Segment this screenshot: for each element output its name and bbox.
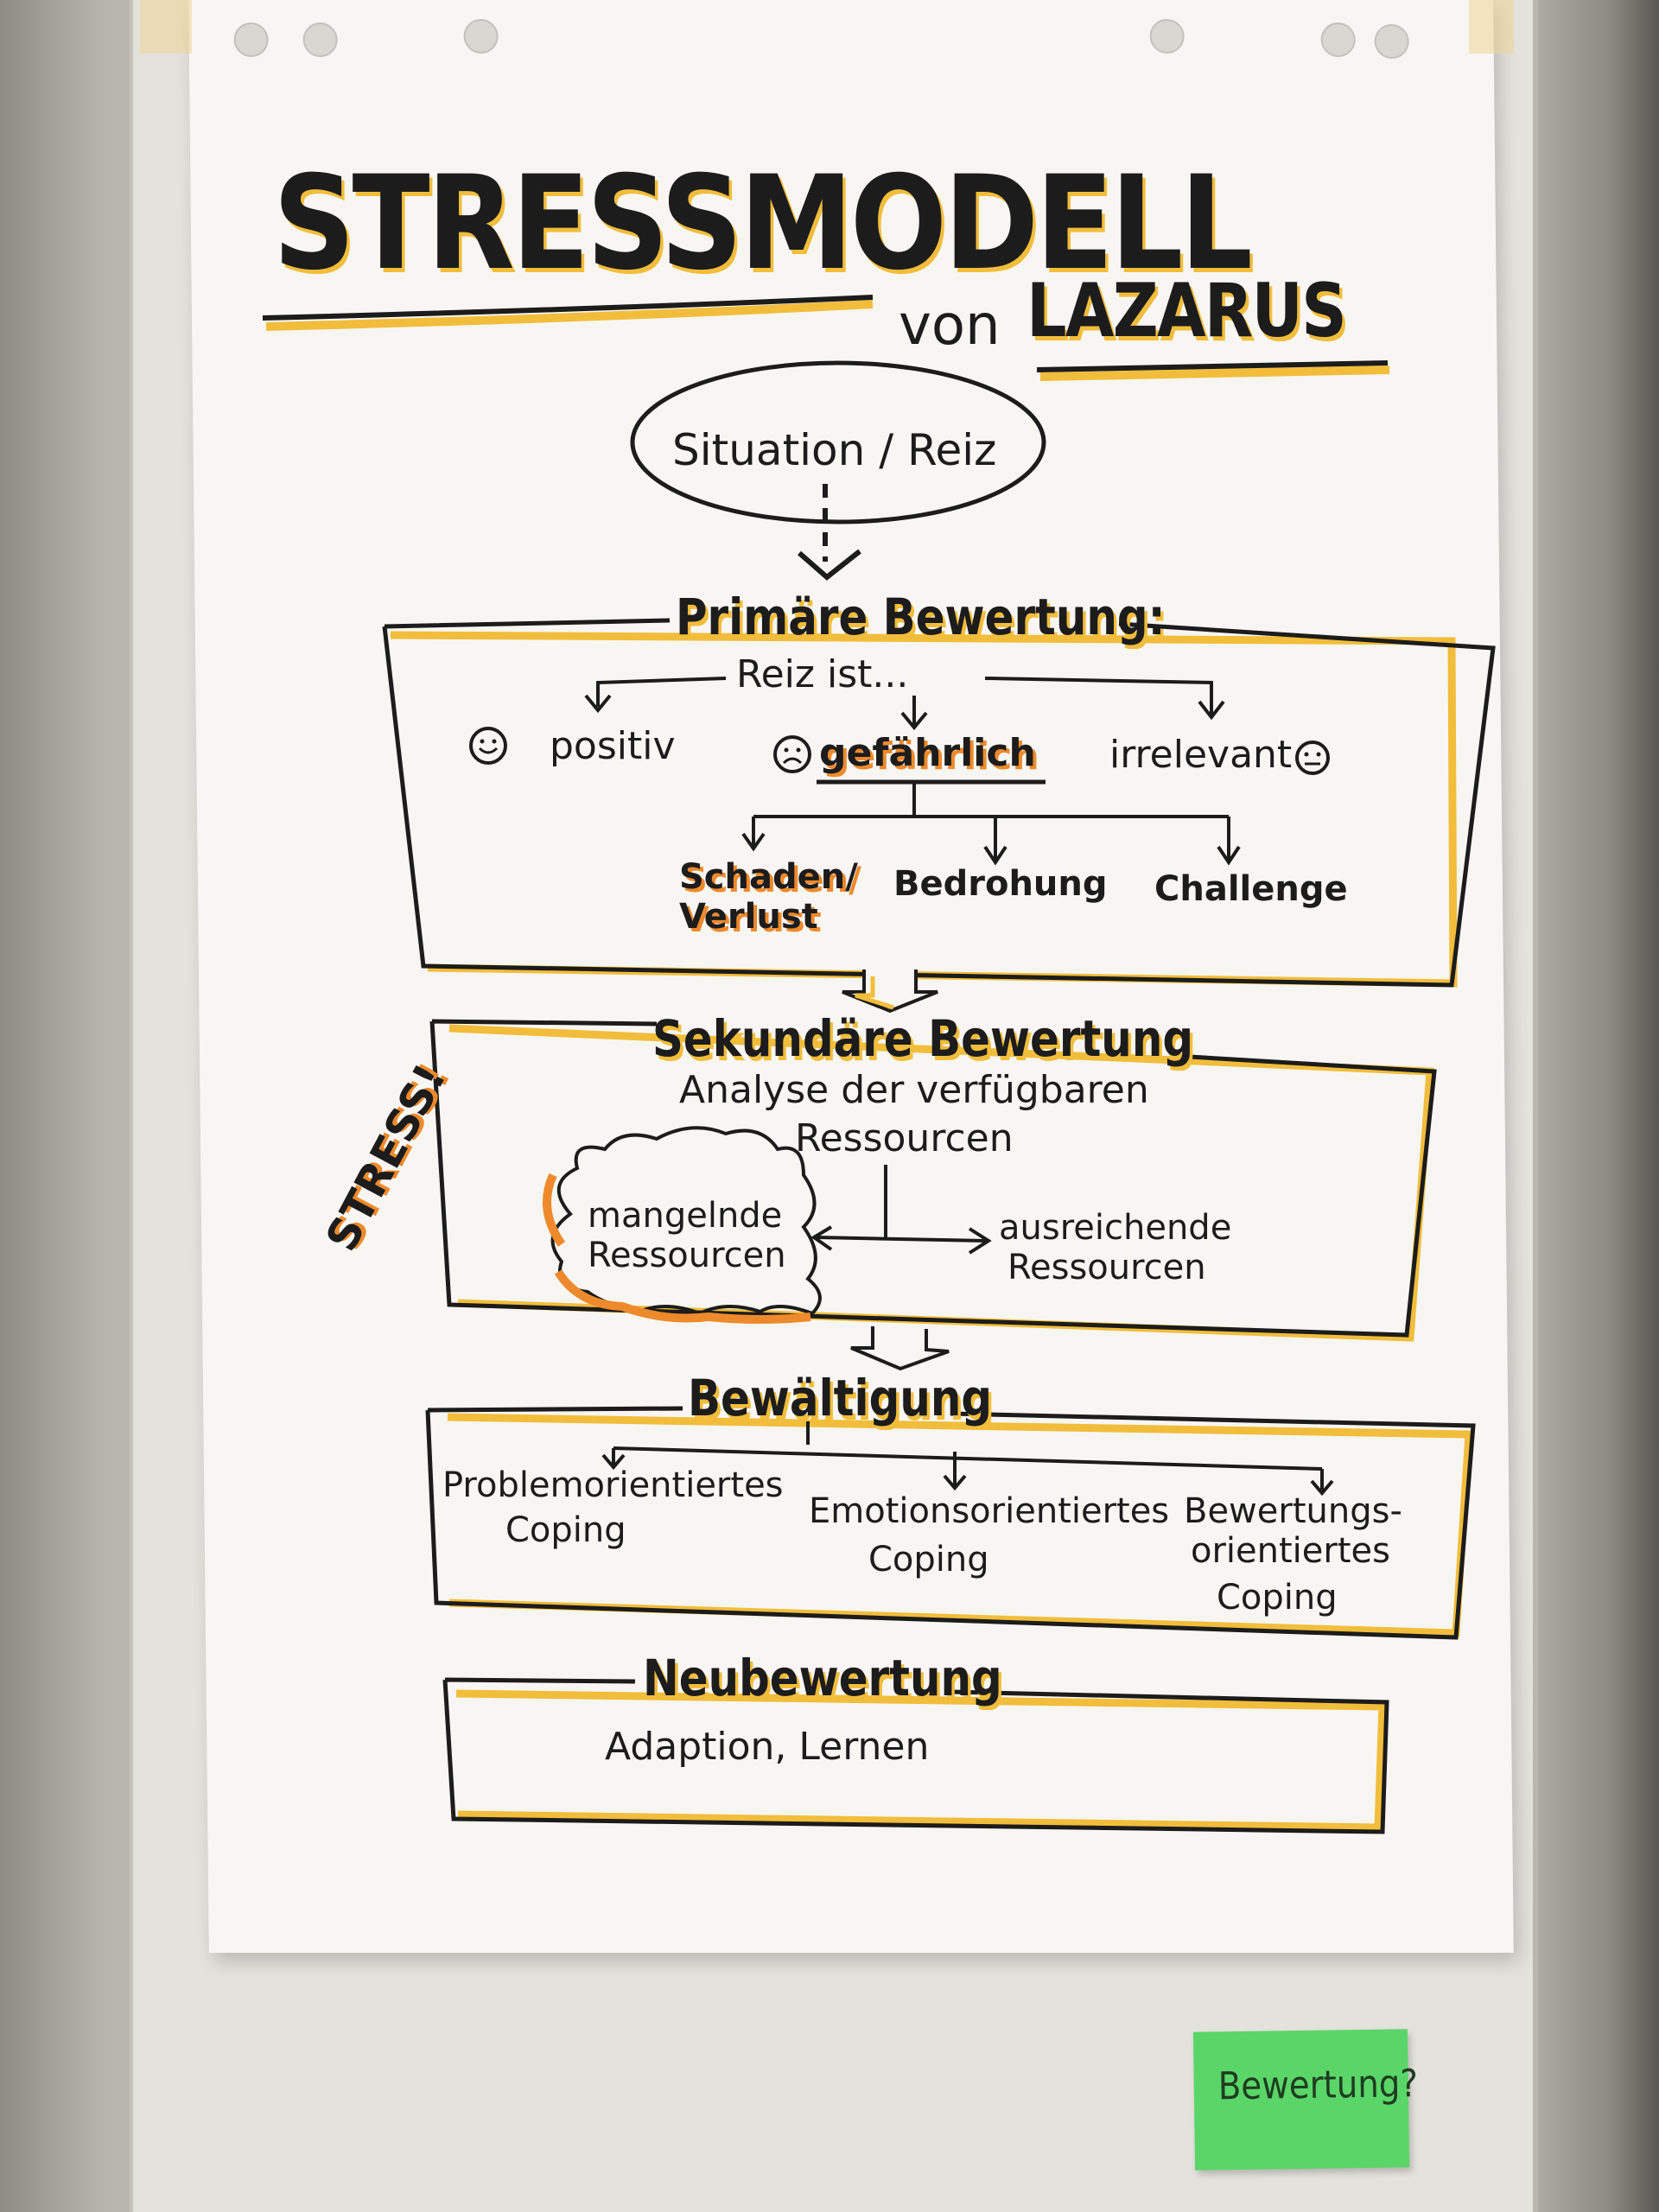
coping-appraisal-line2: orientiertes <box>1191 1531 1390 1571</box>
danger-type-threat: Bedrohung <box>893 864 1108 904</box>
subtitle: von <box>899 294 1001 358</box>
coping-emotion-line1: Emotionsorientiertes <box>809 1491 1170 1531</box>
primary-box-highlight <box>390 631 1458 988</box>
branch-irrelevant <box>984 677 1213 715</box>
lazarus-underline-highlight <box>1039 365 1390 381</box>
reappraisal-heading: Neubewertung <box>643 1649 1002 1707</box>
sticky-note-text: Bewertung? <box>1217 2062 1419 2109</box>
tape-strip <box>140 0 192 54</box>
secondary-description-line1: Analyse der verfügbaren <box>679 1068 1149 1112</box>
tape-strip <box>1469 0 1514 54</box>
primary-heading: Primäre Bewertung: <box>676 588 1166 646</box>
lacking-resources: mangelnde Ressourcen <box>588 1196 786 1275</box>
smiley-happy-icon <box>469 727 507 765</box>
secondary-box <box>429 1019 1437 1338</box>
title-underline <box>262 295 874 321</box>
title-underline-highlight <box>265 300 874 331</box>
coping-heading: Bewältigung <box>688 1369 993 1427</box>
primary-prompt: Reiz ist... <box>736 652 909 696</box>
coping-branches <box>612 1421 1324 1491</box>
reappraisal-box-highlight <box>455 1689 1387 1832</box>
option-dangerous: gefährlich <box>819 731 1036 775</box>
sufficient-resources-line1: ausreichende <box>999 1208 1232 1248</box>
sufficient-resources-line2: Ressourcen <box>1007 1248 1206 1287</box>
coping-problem-line1: Problemorientiertes <box>442 1465 784 1505</box>
danger-type-challenge: Challenge <box>1154 869 1348 909</box>
coping-appraisal-line3: Coping <box>1217 1578 1338 1618</box>
title: STRESSMODELL <box>273 149 1253 299</box>
arrow-to-coping <box>850 1326 950 1371</box>
secondary-heading: Sekundäre Bewertung <box>652 1009 1194 1068</box>
coping-problem-line2: Coping <box>505 1510 626 1550</box>
danger-type-damage: Schaden/ Verlust <box>679 857 858 937</box>
author: LAZARUS <box>1027 268 1347 354</box>
burst-shape <box>550 1126 822 1316</box>
branch-positive <box>596 677 727 707</box>
danger-branches <box>752 782 1230 860</box>
start-node-label: Situation / Reiz <box>672 425 997 475</box>
coping-emotion-line2: Coping <box>868 1540 989 1580</box>
smiley-neutral-icon <box>1295 741 1330 775</box>
reappraisal-box <box>442 1677 1389 1834</box>
sticky-note: Bewertung? <box>1192 2029 1418 2171</box>
primary-box <box>382 618 1496 988</box>
lazarus-underline <box>1036 360 1389 372</box>
coping-appraisal-line1: Bewertungs- <box>1184 1491 1402 1531</box>
reappraisal-description: Adaption, Lernen <box>605 1725 930 1769</box>
resources-connector <box>816 1165 986 1243</box>
dashed-arrow-head <box>798 549 861 581</box>
secondary-description-line2: Ressourcen <box>795 1116 1014 1160</box>
option-positive: positiv <box>550 724 676 768</box>
coping-box <box>425 1406 1476 1640</box>
option-irrelevant: irrelevant <box>1109 733 1293 777</box>
smiley-sad-icon <box>773 735 811 773</box>
situation-ellipse <box>630 360 1046 524</box>
